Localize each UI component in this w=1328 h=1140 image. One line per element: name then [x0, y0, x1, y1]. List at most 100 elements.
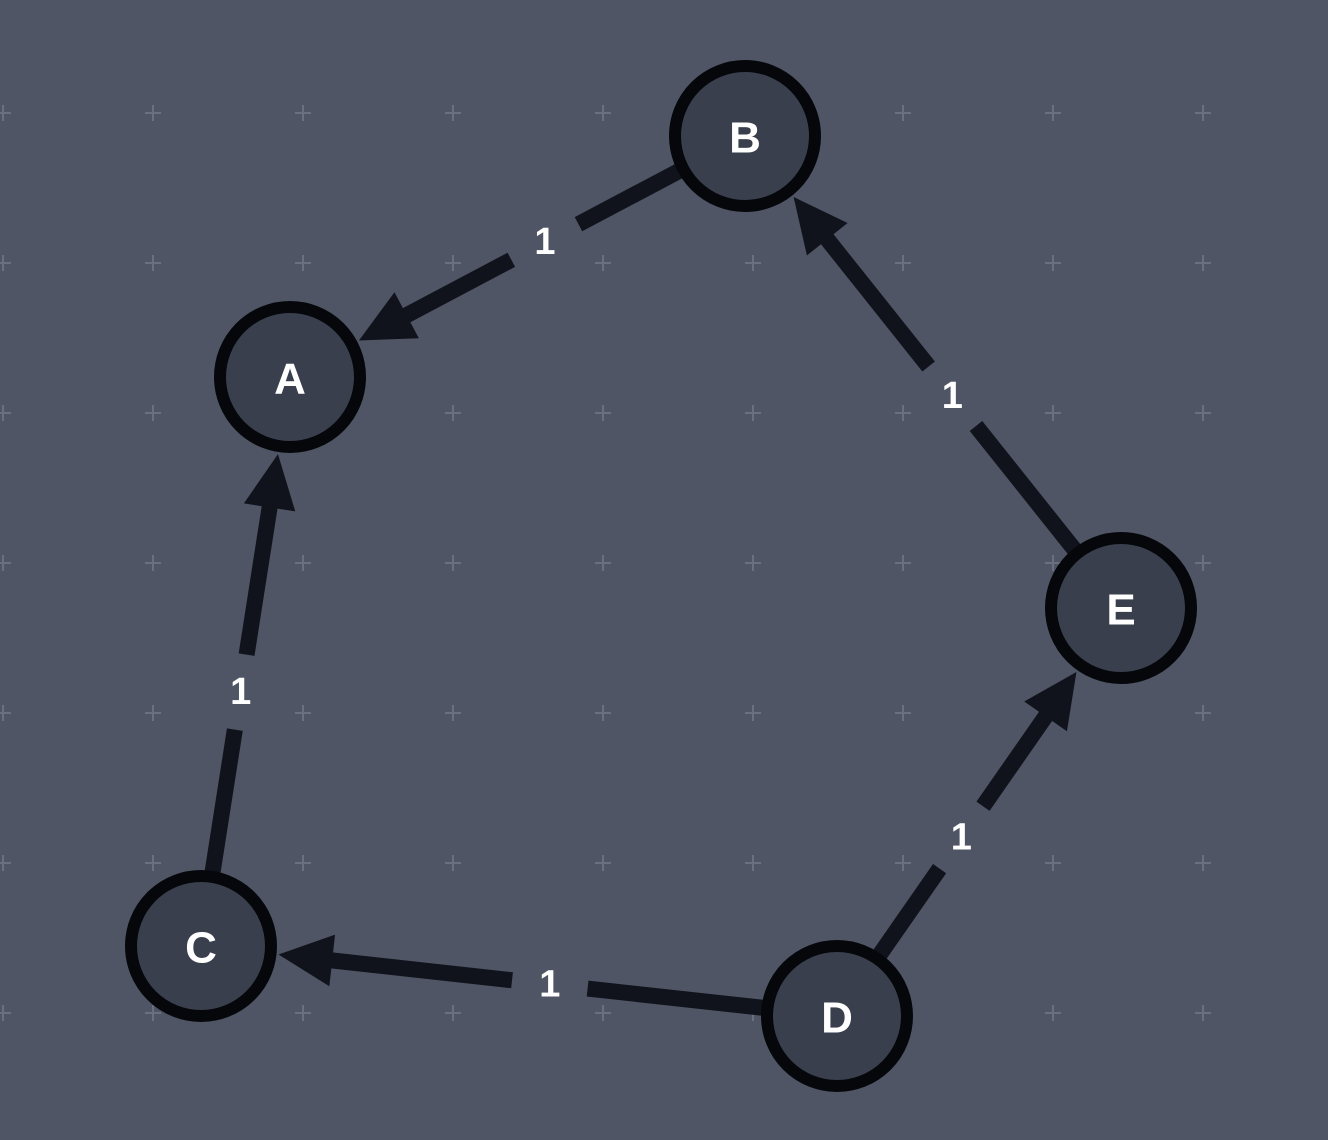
node-label: C: [185, 924, 217, 973]
grid-plus-mark: [445, 405, 461, 421]
grid-plus-mark: [895, 255, 911, 271]
grid-plus-mark: [595, 705, 611, 721]
node-label: B: [729, 114, 761, 163]
grid-plus-mark: [1195, 255, 1211, 271]
grid-plus-mark: [0, 105, 11, 121]
grid-plus-mark: [1045, 855, 1061, 871]
grid-plus-mark: [1045, 255, 1061, 271]
edge-line-segment: [586, 980, 769, 1017]
node-a[interactable]: A: [214, 301, 366, 453]
edge-line-segment: [976, 708, 1055, 811]
edge-line-segment: [399, 252, 516, 325]
background-grid: [0, 105, 1211, 1021]
grid-plus-mark: [0, 555, 11, 571]
edge-line-segment: [203, 728, 243, 879]
node-d[interactable]: D: [761, 940, 913, 1092]
grid-plus-mark: [445, 255, 461, 271]
grid-plus-mark: [1195, 705, 1211, 721]
grid-plus-mark: [745, 555, 761, 571]
grid-plus-mark: [0, 705, 11, 721]
grid-plus-mark: [595, 255, 611, 271]
edge-line-segment: [818, 231, 935, 372]
edge-weight-label: 1: [539, 963, 560, 1005]
node-label: A: [274, 355, 306, 404]
grid-plus-mark: [145, 705, 161, 721]
grid-plus-mark: [295, 1005, 311, 1021]
node-circle[interactable]: [214, 301, 366, 453]
nodes-layer: A B C D E: [125, 60, 1197, 1092]
edge-b-to-a: 1: [358, 161, 687, 341]
node-circle[interactable]: [669, 60, 821, 212]
grid-plus-mark: [895, 705, 911, 721]
grid-plus-mark: [145, 105, 161, 121]
edge-c-to-a: 1: [203, 454, 296, 879]
node-label: E: [1106, 586, 1135, 635]
grid-plus-mark: [0, 255, 11, 271]
grid-plus-mark: [445, 555, 461, 571]
grid-plus-mark: [295, 855, 311, 871]
edge-weight-label: 1: [230, 671, 251, 713]
grid-plus-mark: [595, 405, 611, 421]
arrowhead-icon: [793, 197, 848, 256]
node-c[interactable]: C: [125, 870, 277, 1022]
grid-plus-mark: [745, 255, 761, 271]
grid-plus-mark: [295, 555, 311, 571]
edge-line-segment: [574, 161, 687, 232]
grid-plus-mark: [145, 555, 161, 571]
node-label: D: [821, 994, 853, 1043]
grid-plus-mark: [595, 1005, 611, 1021]
grid-plus-mark: [1195, 855, 1211, 871]
edge-d-to-c: 1: [278, 934, 769, 1017]
arrowhead-icon: [243, 454, 296, 512]
grid-plus-mark: [895, 405, 911, 421]
edge-line-segment: [327, 952, 513, 989]
node-circle[interactable]: [761, 940, 913, 1092]
node-circle[interactable]: [125, 870, 277, 1022]
grid-plus-mark: [295, 705, 311, 721]
grid-plus-mark: [1045, 1005, 1061, 1021]
grid-plus-mark: [445, 1005, 461, 1021]
grid-plus-mark: [445, 855, 461, 871]
grid-plus-mark: [745, 405, 761, 421]
grid-plus-mark: [745, 855, 761, 871]
arrowhead-icon: [1024, 672, 1077, 732]
arrowhead-icon: [278, 934, 336, 987]
grid-plus-mark: [0, 405, 11, 421]
edges-layer: 1 1 1 1 1: [203, 161, 1084, 1017]
edge-d-to-e: 1: [870, 672, 1077, 964]
node-circle[interactable]: [1045, 532, 1197, 684]
edge-line-segment: [969, 420, 1084, 559]
edge-line-segment: [238, 502, 279, 656]
edge-weight-label: 1: [942, 375, 963, 417]
edge-line-segment: [870, 864, 947, 964]
grid-plus-mark: [0, 1005, 11, 1021]
grid-plus-mark: [445, 705, 461, 721]
grid-plus-mark: [1045, 105, 1061, 121]
grid-plus-mark: [595, 555, 611, 571]
grid-plus-mark: [895, 105, 911, 121]
grid-plus-mark: [1195, 105, 1211, 121]
grid-plus-mark: [1195, 555, 1211, 571]
grid-plus-mark: [595, 855, 611, 871]
arrowhead-icon: [358, 292, 419, 341]
grid-plus-mark: [145, 1005, 161, 1021]
grid-plus-mark: [595, 105, 611, 121]
edge-e-to-b: 1: [793, 197, 1084, 559]
grid-plus-mark: [145, 255, 161, 271]
grid-plus-mark: [295, 105, 311, 121]
grid-plus-mark: [0, 855, 11, 871]
grid-plus-mark: [445, 105, 461, 121]
grid-plus-mark: [145, 405, 161, 421]
grid-plus-mark: [895, 555, 911, 571]
edge-weight-label: 1: [951, 816, 972, 858]
grid-plus-mark: [1195, 405, 1211, 421]
grid-plus-mark: [895, 855, 911, 871]
grid-plus-mark: [1045, 405, 1061, 421]
grid-plus-mark: [1195, 1005, 1211, 1021]
grid-plus-mark: [295, 255, 311, 271]
node-b[interactable]: B: [669, 60, 821, 212]
node-e[interactable]: E: [1045, 532, 1197, 684]
grid-plus-mark: [1045, 555, 1061, 571]
grid-plus-mark: [145, 855, 161, 871]
